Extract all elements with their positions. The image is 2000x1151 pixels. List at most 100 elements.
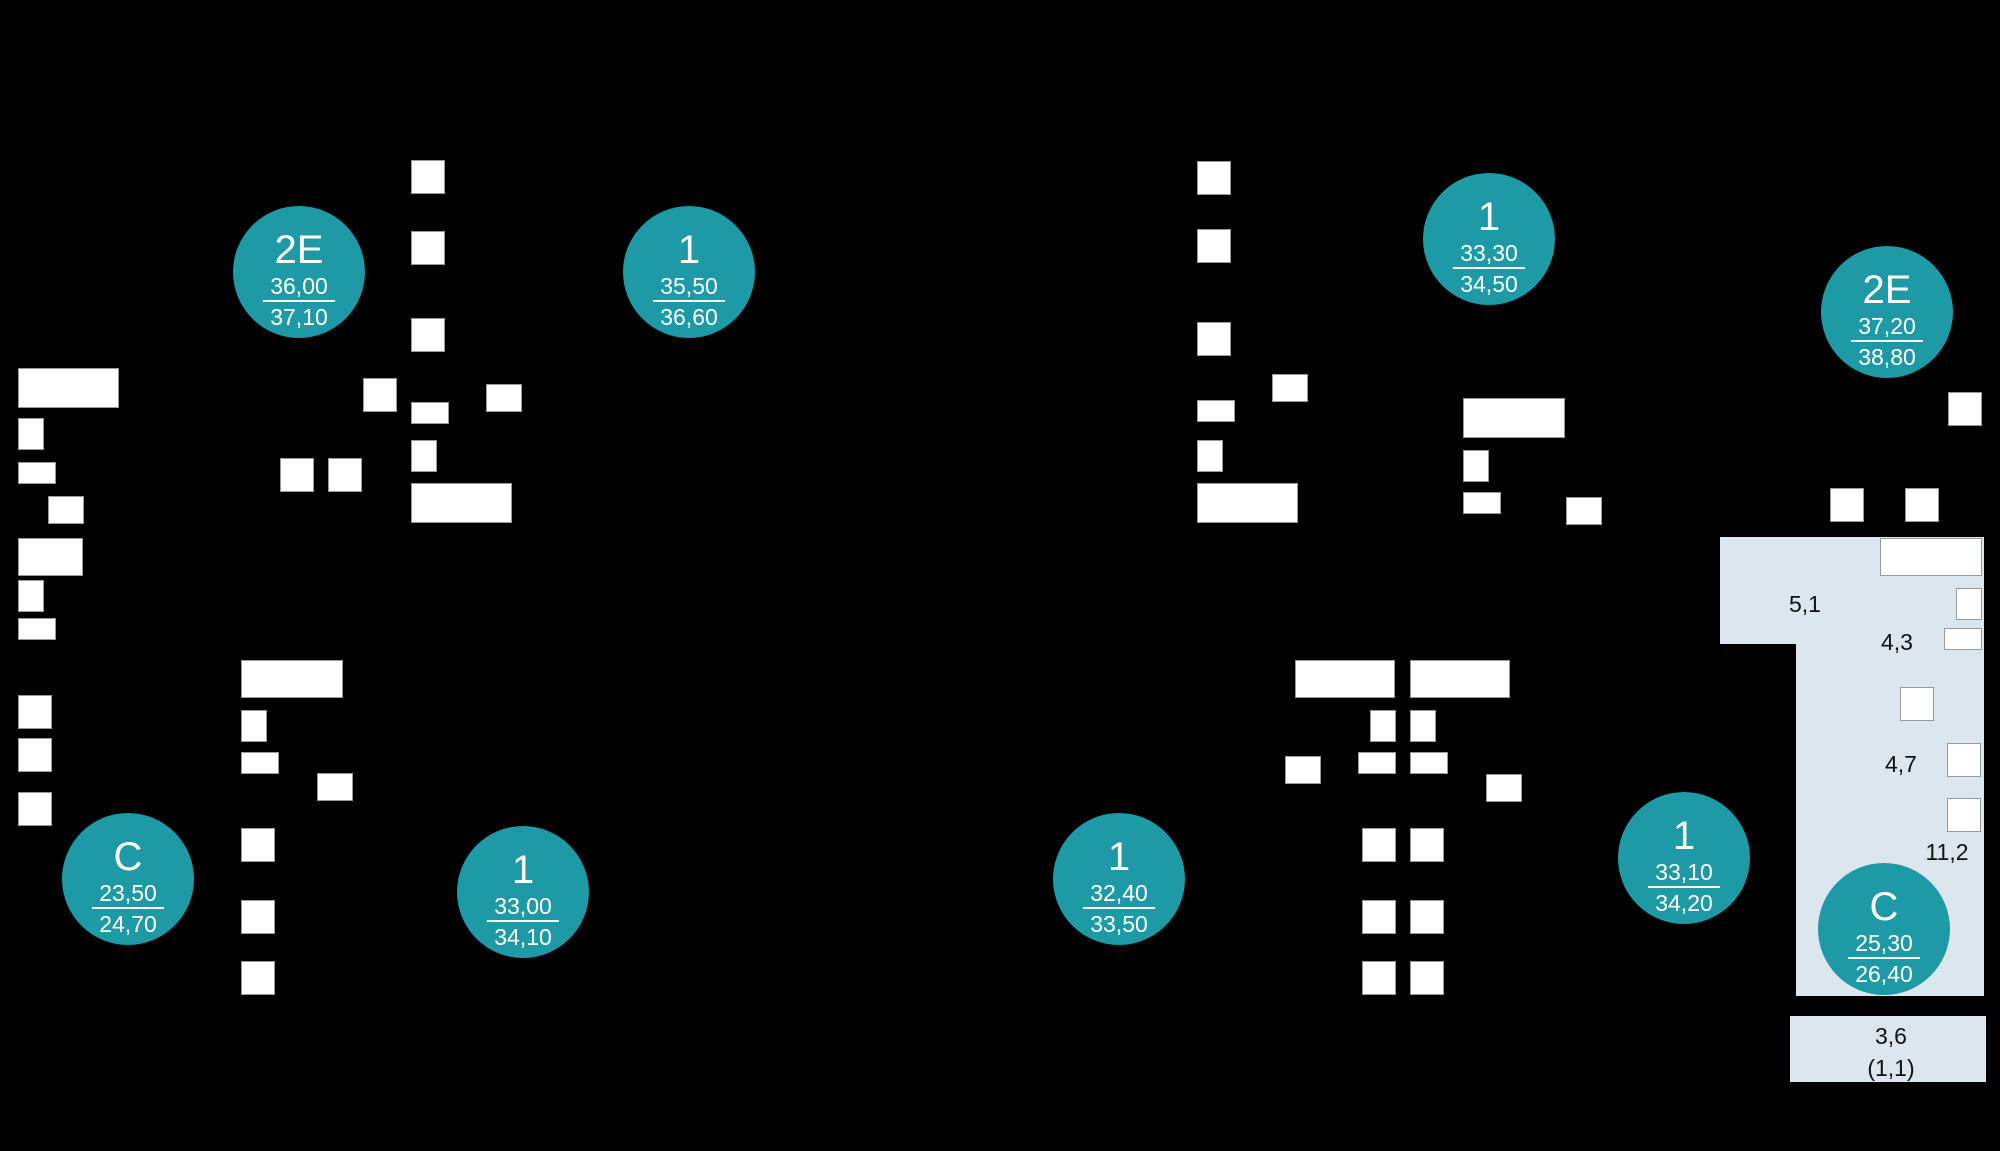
unit-total-area: 36,60 (660, 304, 718, 330)
unit-total-area: 38,80 (1858, 344, 1916, 370)
unit-type: 2E (274, 228, 324, 272)
room-label-hall: 5,1 (1789, 591, 1821, 617)
unit-living-area: 33,00 (487, 892, 559, 922)
washbasin-icon (18, 580, 44, 612)
toilet-icon (1944, 628, 1982, 650)
stove-icon (1362, 900, 1396, 934)
toilet-icon (411, 402, 449, 424)
toilet-icon (1358, 752, 1396, 774)
washbasin-icon (1463, 450, 1489, 482)
washing-machine-icon (1566, 497, 1602, 525)
sink-icon (1197, 322, 1231, 356)
unit-type: C (113, 835, 143, 879)
unit-total-area: 34,20 (1655, 890, 1713, 916)
toilet-icon (18, 618, 56, 640)
room-label-kitchen: 4,7 (1885, 751, 1917, 777)
stove-icon (328, 458, 362, 492)
unit-type: 1 (1107, 835, 1131, 879)
unit-badge[interactable]: 2E 37,20 38,80 (1821, 246, 1953, 378)
washbasin-icon (18, 418, 44, 450)
unit-living-area: 23,50 (92, 879, 164, 909)
unit-total-area: 33,50 (1090, 911, 1148, 937)
washbasin-icon (1956, 588, 1982, 620)
sink-icon (18, 695, 52, 729)
unit-living-area: 33,10 (1648, 858, 1720, 888)
bathtub-icon (411, 483, 512, 523)
sink-icon (280, 458, 314, 492)
washing-machine-icon (1272, 374, 1308, 402)
unit-total-area: 34,10 (494, 924, 552, 950)
unit-living-area: 32,40 (1083, 879, 1155, 909)
stove-icon (241, 900, 275, 934)
unit-badge[interactable]: 1 32,40 33,50 (1053, 813, 1185, 945)
sink-icon (1905, 488, 1939, 522)
fridge-icon (1947, 798, 1981, 832)
sink-icon (1900, 687, 1934, 721)
unit-total-area: 24,70 (99, 911, 157, 937)
sink-icon (1362, 828, 1396, 862)
fridge-icon (363, 378, 397, 412)
unit-badge[interactable]: 1 35,50 36,60 (623, 206, 755, 338)
toilet-icon (1197, 400, 1235, 422)
washbasin-icon (241, 710, 267, 742)
room-label-living: 11,2 (1925, 839, 1969, 865)
fridge-icon (1948, 392, 1982, 426)
unit-badge[interactable]: 1 33,10 34,20 (1618, 792, 1750, 924)
unit-type: 1 (677, 228, 701, 272)
bathtub-icon (18, 538, 83, 576)
stove-icon (18, 738, 52, 772)
unit-badge[interactable]: C 25,30 26,40 (1818, 863, 1950, 995)
unit-living-area: 37,20 (1851, 312, 1923, 342)
sink-icon (241, 828, 275, 862)
unit-total-area: 37,10 (270, 304, 328, 330)
washing-machine-icon (48, 496, 84, 524)
bathtub-icon (1463, 398, 1565, 438)
unit-badge[interactable]: 1 33,00 34,10 (457, 826, 589, 958)
stove-icon (411, 231, 445, 265)
fridge-icon (1362, 961, 1396, 995)
fridge-icon (1197, 161, 1231, 195)
balcony-area (1790, 1016, 1986, 1082)
toilet-icon (241, 752, 279, 774)
washbasin-icon (1197, 440, 1223, 472)
bathtub-icon (1197, 483, 1298, 523)
sink-icon (411, 318, 445, 352)
unit-badge[interactable]: 2E 36,00 37,10 (233, 206, 365, 338)
unit-total-area: 26,40 (1855, 961, 1913, 987)
room-label-bath: 4,3 (1881, 629, 1913, 655)
unit-badge[interactable]: 1 33,30 34,50 (1423, 173, 1555, 305)
unit-type: 1 (511, 848, 535, 892)
bathtub-icon (241, 660, 343, 698)
stove-icon (1830, 488, 1864, 522)
fridge-icon (411, 160, 445, 194)
unit-total-area: 34,50 (1460, 271, 1518, 297)
unit-type: 2E (1862, 268, 1912, 312)
toilet-icon (1410, 752, 1448, 774)
stove-icon (1410, 900, 1444, 934)
toilet-icon (18, 462, 56, 484)
sink-icon (1410, 828, 1444, 862)
washing-machine-icon (1285, 756, 1321, 784)
fridge-icon (241, 961, 275, 995)
fridge-icon (18, 792, 52, 826)
washing-machine-icon (486, 384, 522, 412)
bathtub-icon (18, 368, 119, 408)
unit-type: C (1869, 885, 1899, 929)
toilet-icon (1463, 492, 1501, 514)
room-label-balcony-reduced: (1,1) (1867, 1055, 1915, 1081)
washing-machine-icon (1486, 774, 1522, 802)
fridge-icon (1410, 961, 1444, 995)
unit-badge[interactable]: C 23,50 24,70 (62, 813, 194, 945)
unit-type: 1 (1672, 814, 1696, 858)
washbasin-icon (1410, 710, 1436, 742)
unit-type: 1 (1477, 195, 1501, 239)
stove-icon (1197, 229, 1231, 263)
washing-machine-icon (317, 773, 353, 801)
stove-icon (1947, 743, 1981, 777)
washbasin-icon (411, 440, 437, 472)
washbasin-icon (1370, 710, 1396, 742)
hall-area (1720, 537, 1870, 644)
room-label-balcony: 3,6 (1875, 1023, 1907, 1049)
bathtub-icon (1295, 660, 1395, 698)
